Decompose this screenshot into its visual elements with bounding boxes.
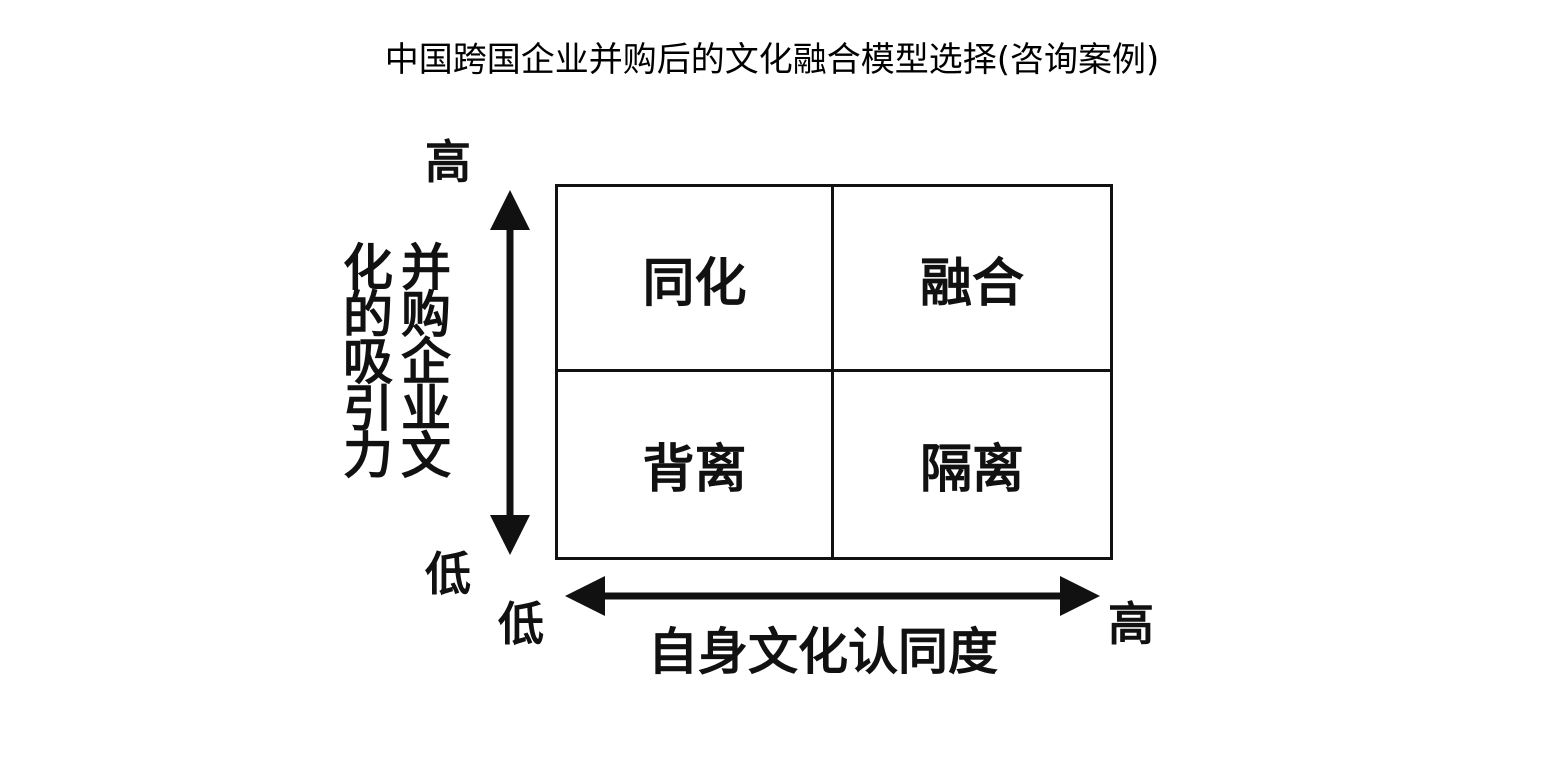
x-axis-high-label: 高	[1108, 597, 1154, 651]
quadrant-integration-label: 融合	[919, 253, 1024, 314]
diagram-title: 中国跨国企业并购后的文化融合模型选择(咨询案例)	[384, 40, 1160, 80]
y-axis-arrow	[490, 190, 530, 555]
quadrant-assimilation: 同化	[558, 187, 834, 372]
x-axis-low-label: 低	[498, 597, 544, 651]
quadrant-separation: 隔离	[834, 372, 1110, 557]
y-axis-label-right-column: 并购企业文	[401, 239, 451, 485]
quadrant-deculturation-label: 背离	[642, 440, 747, 500]
quadrant-grid: 同化 融合 背离 隔离	[555, 184, 1113, 560]
x-axis-title: 自身文化认同度	[648, 623, 998, 681]
quadrant-integration: 融合	[834, 187, 1110, 372]
y-axis-label-left-column: 化的吸引力	[343, 239, 393, 485]
quadrant-assimilation-label: 同化	[642, 253, 747, 314]
y-axis-high-label: 高	[425, 135, 471, 189]
quadrant-separation-label: 隔离	[919, 440, 1024, 500]
x-axis-arrow	[565, 576, 1100, 616]
quadrant-deculturation: 背离	[558, 372, 834, 557]
y-axis-low-label: 低	[425, 547, 471, 601]
